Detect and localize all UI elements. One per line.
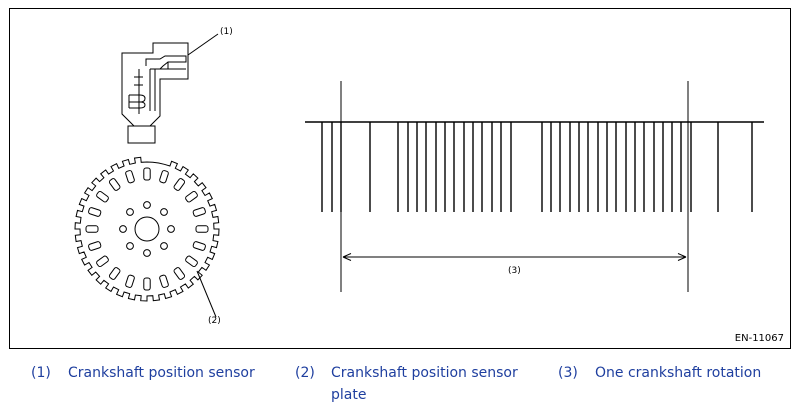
figure-id: EN-11067 <box>734 333 784 344</box>
arrow-head-left <box>342 253 352 261</box>
plate-bolt-hole <box>126 208 134 216</box>
callout-1: (1) <box>220 27 233 37</box>
plate-slot <box>192 207 206 217</box>
plate-slot <box>96 255 109 268</box>
plate-slot <box>88 207 102 217</box>
plate-bolt-hole <box>143 249 151 257</box>
plate-slot <box>173 178 186 191</box>
plate-bolt-hole <box>167 225 175 233</box>
plate-slot <box>192 241 206 251</box>
plate-bolt-hole <box>160 242 168 250</box>
legend-number: (2) <box>295 365 315 381</box>
plate-slot <box>96 190 109 203</box>
plate-slot <box>185 190 198 203</box>
plate-slot <box>85 225 99 233</box>
crankshaft-position-sensor <box>121 33 219 144</box>
sensor-coil <box>128 94 146 109</box>
plate-slot <box>159 170 169 184</box>
plate-slot <box>125 274 135 288</box>
plate-slot <box>88 241 102 251</box>
legend-number: (1) <box>31 365 51 381</box>
legend-text: Crankshaft position sensor plate <box>331 365 518 403</box>
callout-2: (2) <box>208 316 221 326</box>
plate-bolt-hole <box>160 208 168 216</box>
plate-slot <box>185 255 198 268</box>
plate-slot <box>143 167 151 181</box>
figure-frame: (1) (2) (3) EN-11067 <box>9 8 791 349</box>
legend-text: One crankshaft rotation <box>595 365 762 381</box>
plate-slot <box>173 267 186 280</box>
arrow-head-right <box>677 253 687 261</box>
sensor-connector-loop <box>145 55 187 70</box>
rotation-span-marker <box>340 81 689 292</box>
plate-bolt-hole <box>126 242 134 250</box>
plate-slot <box>108 267 121 280</box>
crankshaft-position-sensor-plate <box>74 156 220 302</box>
plate-teeth-outline <box>74 156 220 302</box>
plate-bolt-hole <box>143 201 151 209</box>
leader-line-2 <box>196 270 217 318</box>
crankshaft-sensor-diagram: (1) (2) (3) <box>74 27 764 326</box>
plate-bolt-hole <box>119 225 127 233</box>
plate-slot <box>125 170 135 184</box>
legend-text: Crankshaft position sensor <box>68 365 255 381</box>
legend: (1) Crankshaft position sensor (2) Crank… <box>0 362 801 410</box>
plate-slot <box>108 178 121 191</box>
plate-slot <box>195 225 209 233</box>
sensor-signal-pattern <box>305 121 764 212</box>
sensor-base <box>127 125 156 144</box>
plate-center-hole <box>134 216 160 242</box>
callout-3: (3) <box>508 266 521 276</box>
leader-line-1 <box>187 33 219 56</box>
plate-slot <box>143 277 151 291</box>
plate-slot <box>159 274 169 288</box>
legend-number: (3) <box>558 365 578 381</box>
sensor-body <box>121 42 189 127</box>
